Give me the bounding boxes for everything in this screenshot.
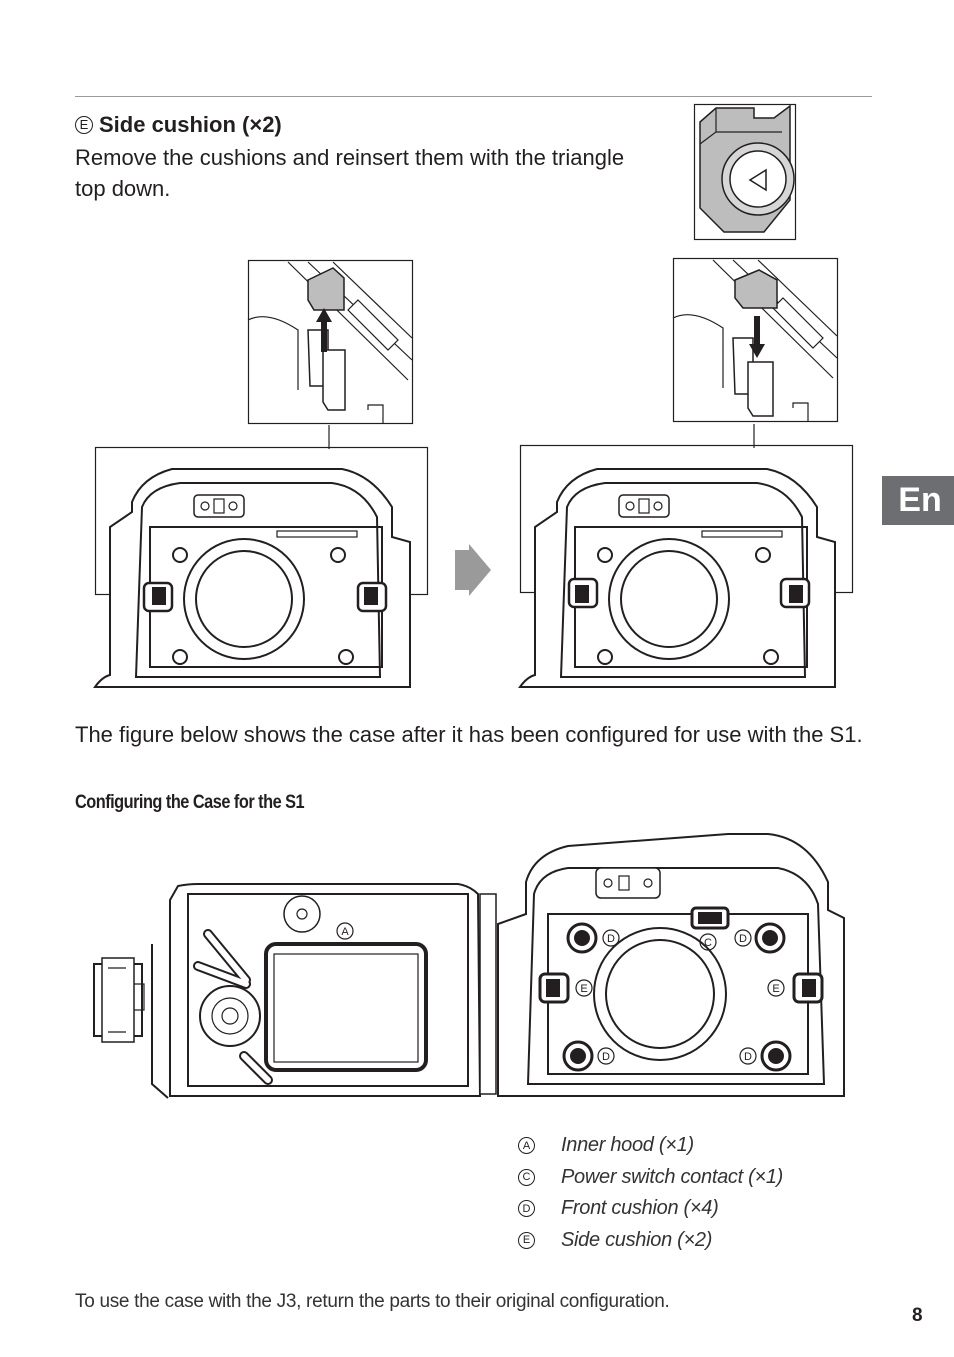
legend-text: Front cushion (×4)	[561, 1197, 719, 1220]
legend-item: E Side cushion (×2)	[518, 1225, 783, 1257]
legend-text: Side cushion (×2)	[561, 1228, 713, 1251]
label-e-1: E	[580, 983, 587, 995]
label-d-4: D	[744, 1051, 752, 1063]
label-e-2: E	[772, 983, 779, 995]
label-a: A	[341, 926, 349, 938]
section-instruction: Remove the cushions and reinsert them wi…	[75, 145, 625, 201]
case-front-after	[518, 444, 854, 688]
page-number: 8	[912, 1305, 923, 1326]
legend-text: Inner hood (×1)	[561, 1134, 694, 1157]
label-d-3: D	[602, 1051, 610, 1063]
marker-a-icon: A	[518, 1137, 535, 1155]
marker-e-icon: E	[518, 1231, 535, 1249]
cushion-closeup-illustration	[693, 103, 797, 241]
connector-line-right	[753, 424, 755, 448]
legend-item: A Inner hood (×1)	[518, 1130, 783, 1162]
language-tab: En	[882, 476, 954, 525]
legend-text: Power switch contact (×1)	[561, 1165, 784, 1188]
connector-line-left	[328, 425, 330, 449]
label-d-2: D	[739, 933, 747, 945]
marker-d-icon: D	[518, 1200, 535, 1218]
arrow-right-icon	[455, 544, 491, 596]
detail-after	[672, 257, 839, 423]
marker-e-icon: E	[75, 116, 93, 134]
marker-c-icon: C	[518, 1168, 535, 1186]
section-heading: E Side cushion (×2)	[75, 110, 282, 140]
case-front-before	[93, 446, 429, 688]
parts-legend: A Inner hood (×1) C Power switch contact…	[518, 1130, 783, 1256]
legend-item: D Front cushion (×4)	[518, 1193, 783, 1225]
detail-before	[247, 259, 414, 425]
body-paragraph: The figure below shows the case after it…	[75, 722, 863, 747]
footer-note: To use the case with the J3, return the …	[75, 1291, 670, 1312]
legend-item: C Power switch contact (×1)	[518, 1162, 783, 1194]
top-rule	[75, 96, 872, 97]
section-title: Side cushion (×2)	[99, 112, 282, 137]
label-c: C	[704, 937, 712, 949]
label-d-1: D	[607, 933, 615, 945]
figure-heading: Configuring the Case for the S1	[75, 792, 305, 813]
case-open-illustration: A D C D E E D D	[93, 833, 845, 1099]
